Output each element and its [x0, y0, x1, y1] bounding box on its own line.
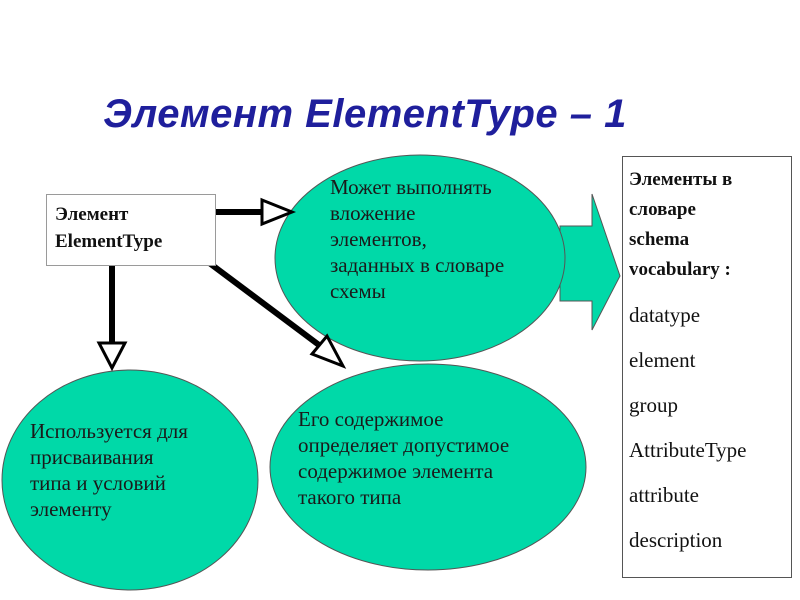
nesting-line: схемы: [330, 279, 386, 303]
nesting-text: Может выполнять вложение элементов, зада…: [330, 174, 504, 304]
assign-line: типа и условий: [30, 471, 166, 495]
vocab-heading-line: Элементы в: [629, 169, 733, 190]
source-box-line1: Элемент: [55, 204, 129, 225]
arrowhead-assign-icon: [96, 341, 128, 372]
nesting-line: элементов,: [330, 227, 427, 251]
vocab-heading-line: словаре: [629, 199, 696, 220]
schema-vocabulary-box: Элементы в словаре schema vocabulary : d…: [622, 156, 792, 578]
arrowhead-nesting-icon: [260, 197, 297, 227]
vocab-heading-line: schema: [629, 229, 690, 250]
block-arrow-icon: [559, 193, 621, 331]
ellipse-content: [269, 363, 587, 571]
content-text: Его содержимое определяет допустимое сод…: [298, 406, 509, 510]
slide-title: Элемент ElementType – 1: [103, 92, 627, 136]
source-box-line2: ElementType: [55, 231, 163, 252]
vocab-item: description: [629, 528, 723, 552]
assign-text: Используется для присваивания типа и усл…: [30, 418, 188, 522]
nesting-line: заданных в словаре: [330, 253, 505, 277]
content-line: определяет допустимое: [298, 433, 510, 457]
content-line: содержимое элемента: [298, 459, 494, 483]
arrowhead-content-icon: [309, 333, 347, 369]
vocab-item: AttributeType: [629, 438, 747, 462]
element-type-box: Элемент ElementType: [46, 194, 216, 266]
content-line: такого типа: [298, 485, 402, 509]
vocab-heading: Элементы в словаре schema vocabulary :: [629, 165, 785, 285]
ellipse-assign: [1, 369, 259, 591]
nesting-line: вложение: [330, 201, 416, 225]
content-line: Его содержимое: [298, 407, 444, 431]
assign-line: элементу: [30, 497, 112, 521]
ellipse-nesting: [274, 154, 566, 362]
vocab-list: datatype element group AttributeType att…: [629, 293, 785, 563]
nesting-line: Может выполнять: [330, 175, 492, 199]
vocab-heading-line: vocabulary :: [629, 259, 731, 280]
vocab-item: attribute: [629, 483, 699, 507]
vocab-item: element: [629, 348, 696, 372]
arrow-to-content: [206, 259, 321, 348]
assign-line: присваивания: [30, 445, 154, 469]
vocab-item: group: [629, 393, 678, 417]
vocab-item: datatype: [629, 303, 701, 327]
assign-line: Используется для: [30, 419, 188, 443]
